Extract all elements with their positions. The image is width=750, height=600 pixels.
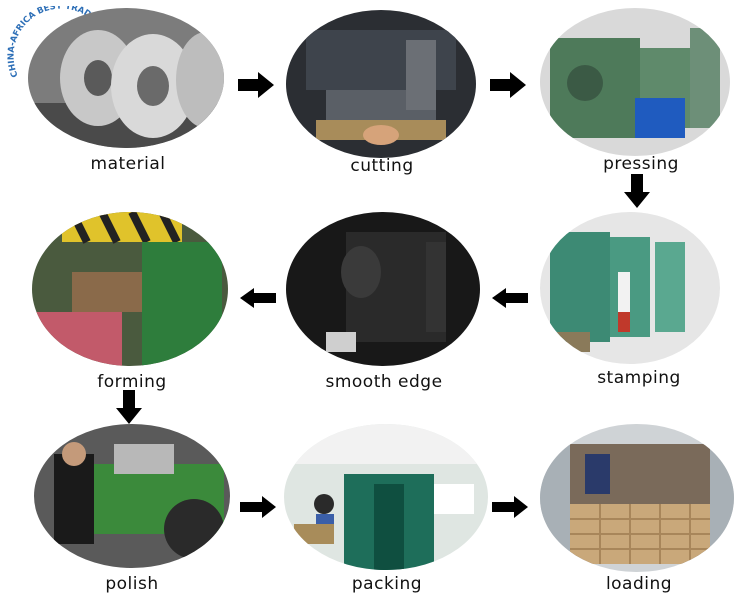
packing-photo xyxy=(284,424,488,570)
step-label: smooth edge xyxy=(325,372,443,392)
step-cutting: cutting xyxy=(284,8,480,188)
step-pressing: pressing xyxy=(538,8,744,188)
smooth-edge-photo xyxy=(286,212,480,366)
step-label: stamping xyxy=(597,368,681,388)
stamping-photo xyxy=(540,212,720,364)
step-label: packing xyxy=(351,574,423,594)
step-forming: forming xyxy=(32,212,232,394)
polish-photo xyxy=(34,424,230,568)
step-label: pressing xyxy=(603,154,679,174)
arrow-right-icon xyxy=(490,72,526,98)
step-label: material xyxy=(90,154,166,174)
arrow-down-icon xyxy=(116,390,142,424)
step-polish: polish xyxy=(32,424,232,600)
step-loading: loading xyxy=(536,424,742,600)
arrow-right-icon xyxy=(240,496,276,518)
step-packing: packing xyxy=(284,424,490,600)
pressing-photo xyxy=(540,8,730,156)
arrow-down-icon xyxy=(624,174,650,208)
arrow-left-icon xyxy=(240,288,276,308)
forming-photo xyxy=(32,212,228,366)
step-material: material xyxy=(28,8,228,188)
material-photo xyxy=(28,8,224,148)
step-label: polish xyxy=(105,574,159,594)
cutting-photo xyxy=(286,10,476,158)
step-label: forming xyxy=(97,372,167,392)
arrow-right-icon xyxy=(238,72,274,98)
step-smooth-edge: smooth edge xyxy=(284,212,484,394)
loading-photo xyxy=(540,424,734,572)
arrow-right-icon xyxy=(492,496,528,518)
arrow-left-icon xyxy=(492,288,528,308)
step-label: loading xyxy=(605,574,673,594)
step-stamping: stamping xyxy=(538,212,740,394)
step-label: cutting xyxy=(350,156,414,176)
